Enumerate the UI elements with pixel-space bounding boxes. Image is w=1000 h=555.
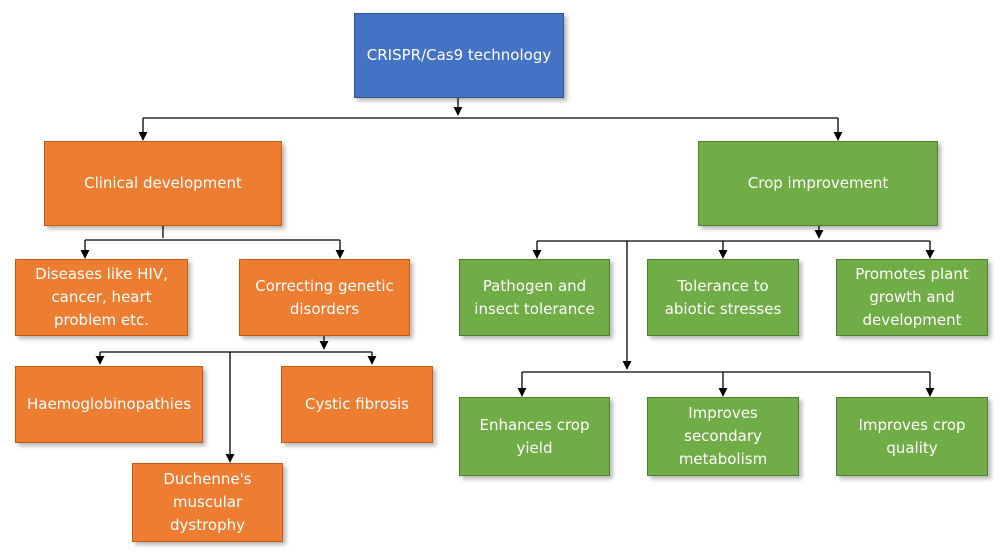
- root-node: CRISPR/Cas9 technology: [354, 13, 564, 98]
- plant-growth-label: Promotes plant growth and development: [855, 265, 969, 329]
- haemoglobinopathies-label: Haemoglobinopathies: [26, 395, 192, 413]
- crop-yield-node: Enhances crop yield: [459, 397, 610, 476]
- diseases-node: Diseases like HIV, cancer, heart problem…: [15, 259, 188, 336]
- pathogen-tolerance-label: Pathogen and insect tolerance: [474, 276, 595, 318]
- genetic-disorders-node: Correcting genetic disorders: [239, 259, 410, 336]
- pathogen-tolerance-node: Pathogen and insect tolerance: [459, 259, 610, 336]
- clinical-development-node: Clinical development: [44, 141, 282, 226]
- duchenne-label: Duchenne's muscular dystrophy: [163, 470, 252, 534]
- crop-quality-label: Improves crop quality: [858, 415, 966, 457]
- secondary-metabolism-label: Improves secondary metabolism: [678, 404, 768, 468]
- crop-yield-label: Enhances crop yield: [479, 415, 590, 457]
- crop-improvement-node: Crop improvement: [698, 141, 938, 226]
- cystic-fibrosis-node: Cystic fibrosis: [281, 366, 433, 443]
- cystic-fibrosis-label: Cystic fibrosis: [304, 395, 409, 413]
- root-node-label: CRISPR/Cas9 technology: [366, 46, 552, 64]
- duchenne-node: Duchenne's muscular dystrophy: [132, 463, 283, 542]
- crop-quality-node: Improves crop quality: [836, 397, 988, 476]
- abiotic-stress-label: Tolerance to abiotic stresses: [664, 276, 782, 318]
- genetic-disorders-label: Correcting genetic disorders: [255, 276, 394, 318]
- diseases-label: Diseases like HIV, cancer, heart problem…: [35, 265, 168, 329]
- haemoglobinopathies-node: Haemoglobinopathies: [15, 366, 203, 443]
- abiotic-stress-node: Tolerance to abiotic stresses: [647, 259, 799, 336]
- plant-growth-node: Promotes plant growth and development: [836, 259, 988, 336]
- secondary-metabolism-node: Improves secondary metabolism: [647, 397, 799, 476]
- clinical-development-label: Clinical development: [84, 174, 242, 192]
- crop-improvement-label: Crop improvement: [747, 174, 889, 192]
